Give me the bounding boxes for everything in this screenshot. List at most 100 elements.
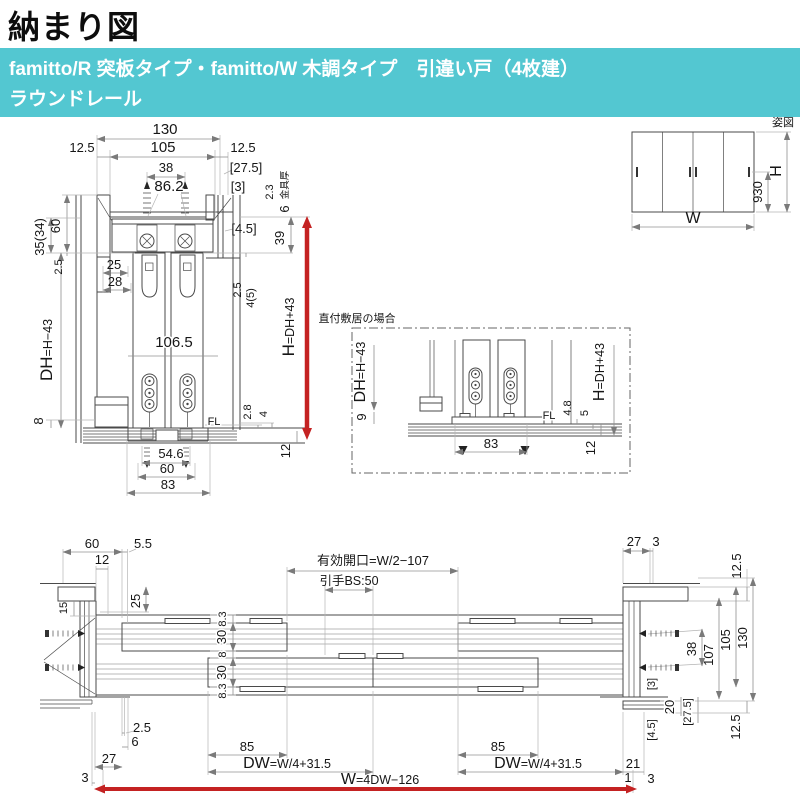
- elevation-label: 姿図: [772, 116, 794, 129]
- plan-dim-25: 25: [128, 594, 143, 608]
- dim-6: 6: [277, 205, 292, 212]
- dim-3: [3]: [231, 179, 245, 194]
- dim-106-5: 106.5: [155, 334, 193, 351]
- plan-dim-38: 38: [684, 642, 699, 656]
- dim-12: 12: [278, 444, 293, 458]
- door-panels-section: [132, 252, 204, 429]
- plan-dim-8: 8: [217, 651, 229, 657]
- plan-dim-20: 20: [662, 700, 677, 714]
- section-structure: [75, 194, 241, 443]
- section-view: 130 12.5 105 12.5 38 [27.5] 86.2 [3] 2.3…: [31, 121, 312, 497]
- plan-dim-2-5: 2.5: [133, 720, 151, 735]
- plan-dim-1: 1: [624, 770, 631, 785]
- dim-4-5-paren: 4(5): [245, 288, 257, 308]
- dim-2-5-left: 2.5: [53, 259, 65, 274]
- door-panel-1: [121, 622, 288, 652]
- plan-effective-opening: 有効開口=W/2−107: [317, 553, 429, 568]
- inset-view: 直付敷居の場合 DH=H−43 9 FL 4.8: [319, 311, 631, 474]
- dim-60-side: 60: [48, 219, 63, 233]
- frame-screws: [45, 630, 679, 671]
- dim-28: 28: [108, 274, 122, 289]
- plan-dim-5-5: 5.5: [134, 536, 152, 551]
- plan-dim-85-left: 85: [240, 739, 254, 754]
- plan-dim-130: 130: [735, 627, 750, 649]
- inset-dim-h: H=DH+43: [591, 343, 608, 401]
- door-handles: [636, 167, 750, 177]
- plan-dim-12-5-top: 12.5: [729, 553, 744, 578]
- inset-dim-12: 12: [583, 441, 598, 455]
- plan-dim-12: 12: [95, 552, 109, 567]
- elevation-dim-h: H: [768, 165, 785, 177]
- section-dimensions: [46, 135, 312, 497]
- door-panel-4: [457, 622, 624, 652]
- dim-25: 25: [107, 257, 121, 272]
- header-band: famitto/R 突板タイプ・famitto/W 木調タイプ 引違い戸（4枚建…: [0, 48, 800, 117]
- dim-4: 4: [258, 411, 270, 417]
- plan-dim-dw-right: DW=W/4+31.5: [494, 755, 582, 772]
- plan-dim-30-top: 30: [214, 630, 229, 644]
- top-rail: [111, 218, 214, 253]
- dim-2-3: 2.3: [264, 184, 276, 199]
- plan-dim-15: 15: [58, 602, 70, 614]
- dim-60-bottom: 60: [160, 461, 174, 476]
- plan-dim-85-right: 85: [491, 739, 505, 754]
- dim-39: 39: [272, 231, 287, 245]
- inset-dim-5: 5: [579, 410, 591, 416]
- header-line1: famitto/R 突板タイプ・famitto/W 木調タイプ 引違い戸（4枚建…: [9, 59, 579, 80]
- plan-dim-105: 105: [718, 629, 733, 651]
- plan-dim-27-5: [27.5]: [682, 698, 694, 726]
- dim-4-5: [4.5]: [231, 221, 256, 236]
- elevation-view: 姿図 W H 930: [631, 116, 794, 231]
- inset-dim-9: 9: [354, 413, 369, 420]
- plan-dim-27: 27: [102, 751, 116, 766]
- floor-and-sill: [83, 396, 305, 468]
- plan-dim-21: 21: [626, 756, 640, 771]
- dim-12-5-left: 12.5: [69, 140, 94, 155]
- dim-83: 83: [161, 477, 175, 492]
- elevation-dim-w: W: [685, 210, 701, 227]
- plan-dim-6: 6: [131, 734, 138, 749]
- dim-h-formula: H=DH+43: [279, 298, 298, 357]
- plan-structure: [40, 583, 703, 710]
- plan-dim-3-left: 3: [81, 770, 88, 785]
- dim-dh-formula: DH=H−43: [37, 319, 56, 381]
- inset-dimensions: [370, 345, 618, 456]
- header-line2: ラウンドレール: [9, 89, 143, 110]
- plan-dim-dw-left: DW=W/4+31.5: [243, 755, 331, 772]
- plan-dim-27-top: 27: [627, 534, 641, 549]
- dim-86-2: 86.2: [154, 178, 183, 195]
- inset-dim-dh: DH=H−43: [352, 342, 369, 403]
- dim-12-5-right: 12.5: [230, 140, 255, 155]
- dim-38: 38: [159, 160, 173, 175]
- dim-8: 8: [31, 417, 46, 424]
- plan-dim-w-formula: W=4DW−126: [341, 771, 419, 788]
- plan-dim-8-3-top: 8.3: [217, 611, 229, 626]
- plan-dim-3-bracket: [3]: [646, 678, 658, 690]
- inset-dim-4-8: 4.8: [562, 400, 574, 415]
- plan-dim-3-right: 3: [647, 771, 654, 786]
- inset-title: 直付敷居の場合: [319, 311, 396, 325]
- page-title: 納まり図: [8, 9, 141, 45]
- dim-105: 105: [150, 139, 175, 156]
- plan-dim-3-top: 3: [652, 534, 659, 549]
- plan-handle-backset: 引手BS:50: [319, 574, 378, 588]
- bracket-thickness-label: 金具厚: [279, 170, 291, 199]
- dim-35-34: 35(34): [32, 218, 47, 256]
- inset-floor-level-label: FL: [543, 410, 556, 422]
- plan-view: 60 5.5 12 15 25 8.3 30 8 30 8.3 有効開口=W/2…: [40, 534, 757, 794]
- door-panel-3: [372, 657, 539, 688]
- dim-2-5-right: 2.5: [232, 282, 244, 297]
- inset-structure: [408, 339, 622, 455]
- dim-54-6: 54.6: [158, 446, 183, 461]
- floor-level-label: FL: [208, 416, 221, 428]
- inset-dim-83: 83: [484, 436, 498, 451]
- plan-dim-4-5: [4.5]: [646, 719, 658, 740]
- plan-dim-30-bottom: 30: [214, 665, 229, 679]
- plan-dim-107: 107: [701, 644, 716, 666]
- plan-dimensions: [62, 547, 757, 794]
- dim-2-8: 2.8: [242, 404, 254, 419]
- dim-27-5: [27.5]: [230, 160, 263, 175]
- plan-dim-12-5-bottom: 12.5: [728, 714, 743, 739]
- hanger-screws: [143, 181, 189, 214]
